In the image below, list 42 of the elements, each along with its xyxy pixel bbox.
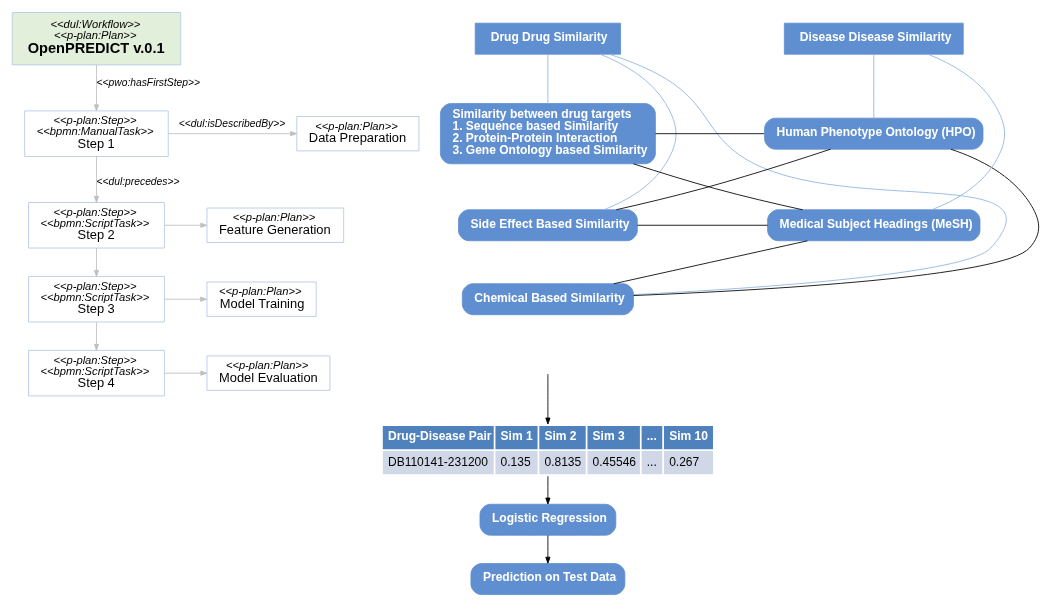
edge-label: <<dul:precedes>> [96, 175, 180, 187]
connector [927, 53, 1005, 211]
arrow [93, 64, 99, 112]
connector [613, 240, 808, 285]
arrow [93, 321, 99, 351]
connector [599, 53, 677, 211]
connector [615, 148, 831, 211]
node-box: <<p-plan:Step>> <<bpmn:ManualTask>> Step 1 [24, 110, 169, 157]
node-box: <<p-plan:Plan>> Feature Generation [206, 207, 345, 243]
arrow [164, 370, 208, 376]
node-box: Similarity between drug targets 1. Sequence based Similarity 2. Protein-Protein Interaction 3. Gene Ontology based Similarity [440, 103, 656, 165]
node-box: Disease Disease Similarity [783, 22, 964, 55]
node-box: Logistic Regression [479, 503, 617, 536]
edge-label: <<dul:isDescribedBy>> [178, 118, 286, 130]
connector [547, 54, 549, 104]
node-box: Human Phenotype Ontology (HPO) [764, 117, 984, 150]
node-box: Drug Drug Similarity [474, 22, 621, 55]
node-box: <<p-plan:Plan>> Data Preparation [296, 116, 420, 152]
connector [655, 133, 765, 135]
node-box: <<p-plan:Step>> <<bpmn:ScriptTask>> Step 3 [28, 276, 165, 323]
arrow [164, 296, 208, 302]
connector [873, 54, 875, 119]
arrow [545, 373, 551, 425]
arrow [545, 475, 551, 505]
arrow [164, 222, 208, 228]
node-box: <<p-plan:Step>> <<bpmn:ScriptTask>> Step 4 [28, 349, 165, 397]
connector [633, 148, 1040, 296]
connector [608, 53, 1007, 296]
connector [632, 163, 803, 211]
node-box: <<p-plan:Plan>> Model Evaluation [206, 355, 331, 391]
node-box: Chemical Based Similarity [461, 283, 634, 316]
node-box: Medical Subject Headings (MeSH) [767, 209, 981, 242]
arrow [545, 535, 551, 564]
arrow [168, 131, 298, 137]
arrow [93, 156, 99, 203]
node-box: Side Effect Based Similarity [458, 209, 638, 242]
node-box: Prediction on Test Data [470, 563, 626, 595]
edge-label: <<pwo:hasFirstStep>> [96, 77, 201, 89]
node-box: <<p-plan:Step>> <<bpmn:ScriptTask>> Step 2 [28, 202, 165, 249]
node-box: <<p-plan:Plan>> Model Training [206, 281, 317, 317]
arrow [93, 247, 99, 277]
node-box: <<dul:Workflow>> <<p-plan:Plan>> OpenPREDICT v.0.1 [11, 12, 182, 66]
